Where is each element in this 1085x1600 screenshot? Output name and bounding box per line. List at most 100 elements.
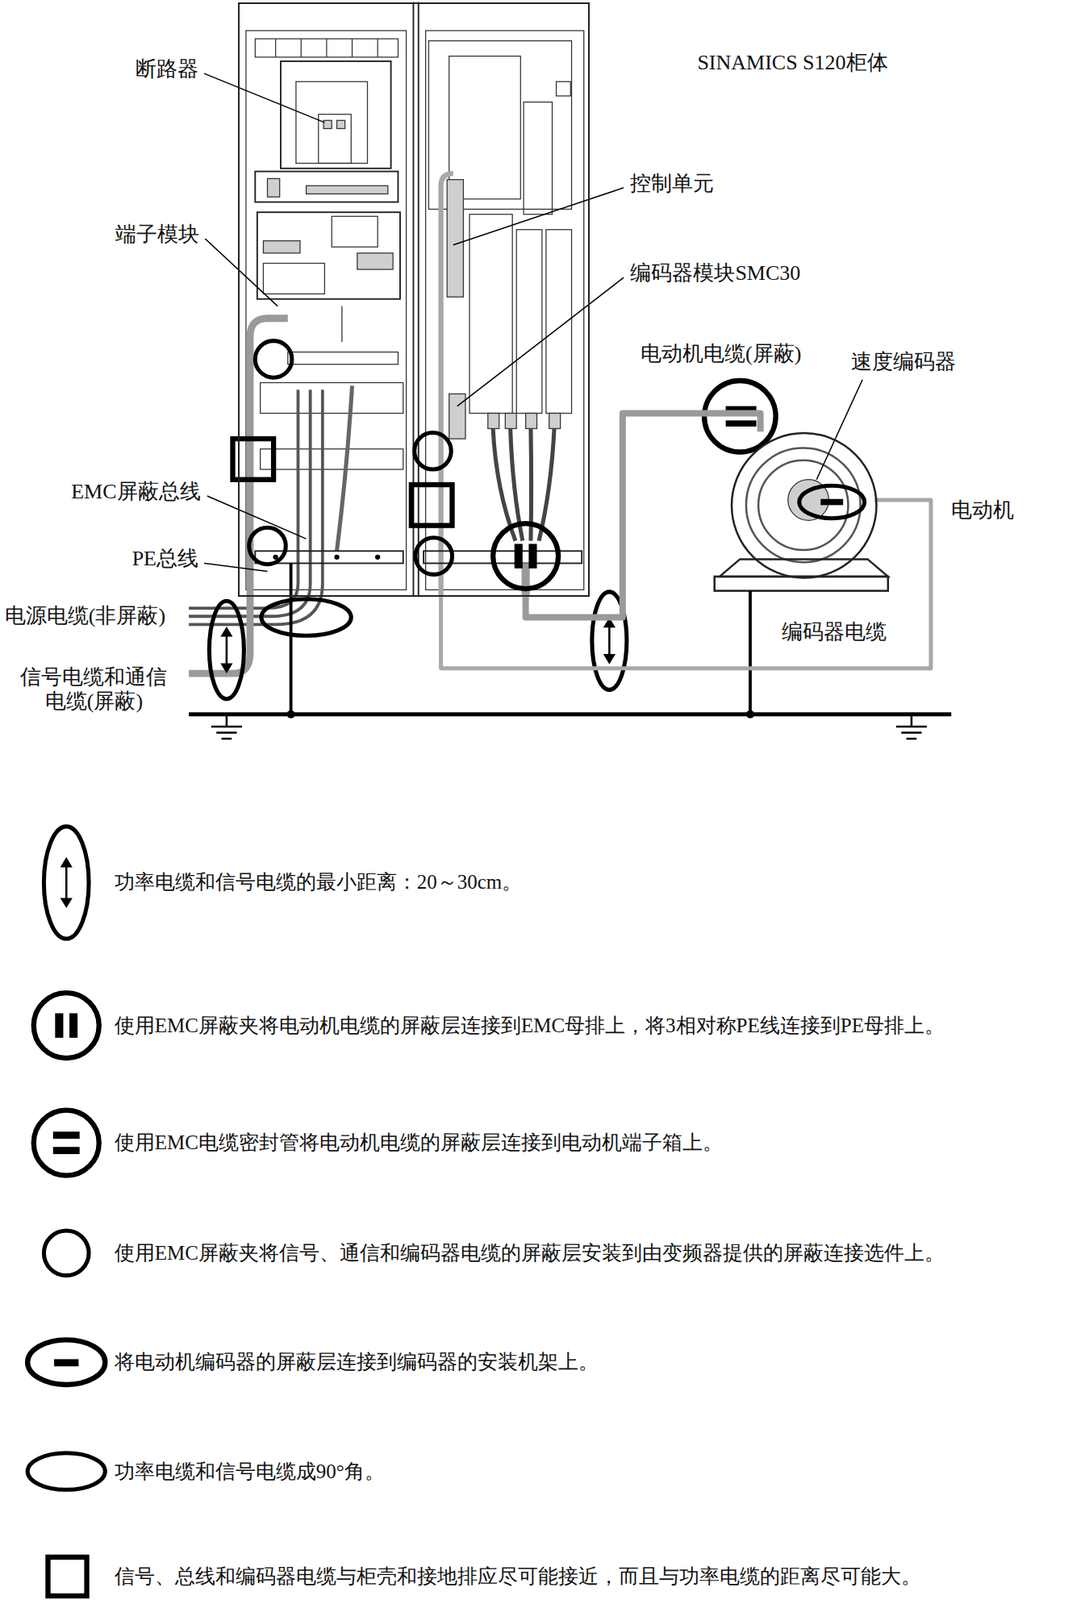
mark-bar [820, 499, 843, 506]
part-label: 编码器模块SMC30 [628, 261, 802, 286]
control-unit [446, 179, 464, 298]
mark-bar [528, 543, 537, 568]
motor-fins [758, 460, 848, 551]
bolt [333, 555, 339, 560]
shield-clamp-mark [414, 432, 452, 470]
terminal [488, 413, 500, 429]
drive-front [449, 56, 522, 200]
leader-line [457, 277, 624, 406]
distance-arrow [220, 626, 233, 674]
part-label: 控制单元 [628, 171, 716, 197]
shield-clamp-mark [249, 527, 287, 565]
legend-symbol [33, 1110, 100, 1177]
legend-text: 信号、总线和编码器电缆与柜壳和接地排应尽可能接近，而且与功率电缆的距离尽可能大。 [114, 1564, 922, 1591]
legend-symbol [54, 1359, 79, 1367]
motor-module [469, 214, 513, 414]
terminal-block [262, 262, 325, 294]
terminal-strip [260, 449, 404, 470]
rail-tick [275, 38, 276, 58]
module-bar [254, 171, 398, 203]
encoder-cable [441, 500, 931, 669]
rail-tick [300, 38, 302, 58]
leader-line [204, 563, 268, 572]
motor-cable-inner [521, 563, 530, 597]
crossing-mark [261, 599, 351, 637]
terminal [549, 413, 561, 429]
module [267, 178, 280, 197]
terminal [525, 413, 538, 429]
terminal-module [257, 212, 401, 300]
leader-line [207, 496, 307, 539]
pe-wire [289, 563, 293, 714]
legend-symbol [54, 1013, 63, 1038]
distance-arrow [225, 632, 229, 668]
legend-text: 功率电缆和信号电缆成90°角。 [114, 1458, 385, 1486]
ground-line [188, 712, 952, 717]
cable-label: 电源电缆(非屏蔽) [3, 604, 167, 629]
terminal-strip [260, 382, 404, 414]
legend-symbol [43, 1231, 89, 1277]
cable-label: 电动机电缆(屏蔽) [638, 342, 803, 367]
breaker-button [337, 120, 346, 129]
motor-label: 电动机 [949, 498, 1016, 523]
legend-symbol [69, 1013, 78, 1038]
legend-symbol [27, 1453, 105, 1491]
ground-symbol [896, 714, 927, 739]
motor-wire [538, 428, 555, 541]
motor-module [516, 229, 543, 414]
ground-symbol [211, 714, 243, 739]
leader-line [204, 238, 278, 307]
motor-fins [746, 447, 861, 563]
wire [337, 385, 353, 551]
panel-frame [425, 30, 585, 590]
bolt [375, 555, 380, 560]
mark-bar [726, 420, 757, 427]
cabinet: SINAMICS S120柜体 [237, 2, 591, 598]
routing-mark [411, 484, 453, 526]
shield-clamp-mark [254, 341, 293, 379]
legend-symbol [43, 826, 89, 939]
leader-line [453, 187, 624, 246]
terminal-block [357, 253, 393, 270]
breaker-button [323, 120, 332, 129]
junction-dot [746, 710, 755, 719]
leader-line [816, 379, 863, 480]
motor-foot [719, 559, 889, 577]
drive-part [556, 81, 572, 96]
door-divider [417, 2, 420, 598]
legend-text: 使用EMC屏蔽夹将电动机电缆的屏蔽层连接到EMC母排上，将3相对称PE线连接到P… [114, 1012, 945, 1040]
leader-line [204, 73, 325, 123]
part-label: 速度编码器 [849, 350, 958, 375]
cable-label: 编码器电缆 [780, 621, 889, 646]
legend-text: 使用EMC屏蔽夹将信号、通信和编码器电缆的屏蔽层安装到由变频器提供的屏蔽连接选件… [114, 1240, 945, 1268]
legend-text: 将电动机编码器的屏蔽层连接到编码器的安装机架上。 [114, 1349, 599, 1377]
distance-mark [208, 600, 244, 699]
breaker-front [296, 81, 368, 163]
power-cable [188, 389, 323, 625]
legend-symbol [27, 1339, 105, 1386]
smc30-module [449, 393, 466, 439]
legend-symbol [60, 857, 73, 909]
cabinet-label: SINAMICS S120柜体 [695, 50, 889, 76]
terminal-block [262, 241, 301, 254]
emc-busbar-mark [492, 523, 559, 589]
junction-dot [287, 710, 296, 719]
encoder-mark [799, 485, 865, 518]
part-label: EMC屏蔽总线 [69, 479, 202, 505]
cable-label: 信号电缆和通信 电缆(屏蔽) [16, 665, 173, 714]
terminal-block [331, 216, 378, 247]
motor-outline [730, 431, 878, 580]
top-rail [254, 38, 398, 58]
module [306, 185, 389, 194]
legend-symbol [33, 993, 100, 1059]
shield-clamp-mark [415, 538, 453, 576]
pe-wire [748, 591, 752, 715]
terminal [504, 413, 517, 429]
legend-symbol [65, 862, 68, 904]
power-cable [188, 389, 298, 609]
motor-body [731, 433, 877, 578]
part-label: 端子模块 [113, 222, 201, 247]
part-label: 断路器 [133, 57, 201, 82]
part-label: PE总线 [130, 546, 201, 572]
